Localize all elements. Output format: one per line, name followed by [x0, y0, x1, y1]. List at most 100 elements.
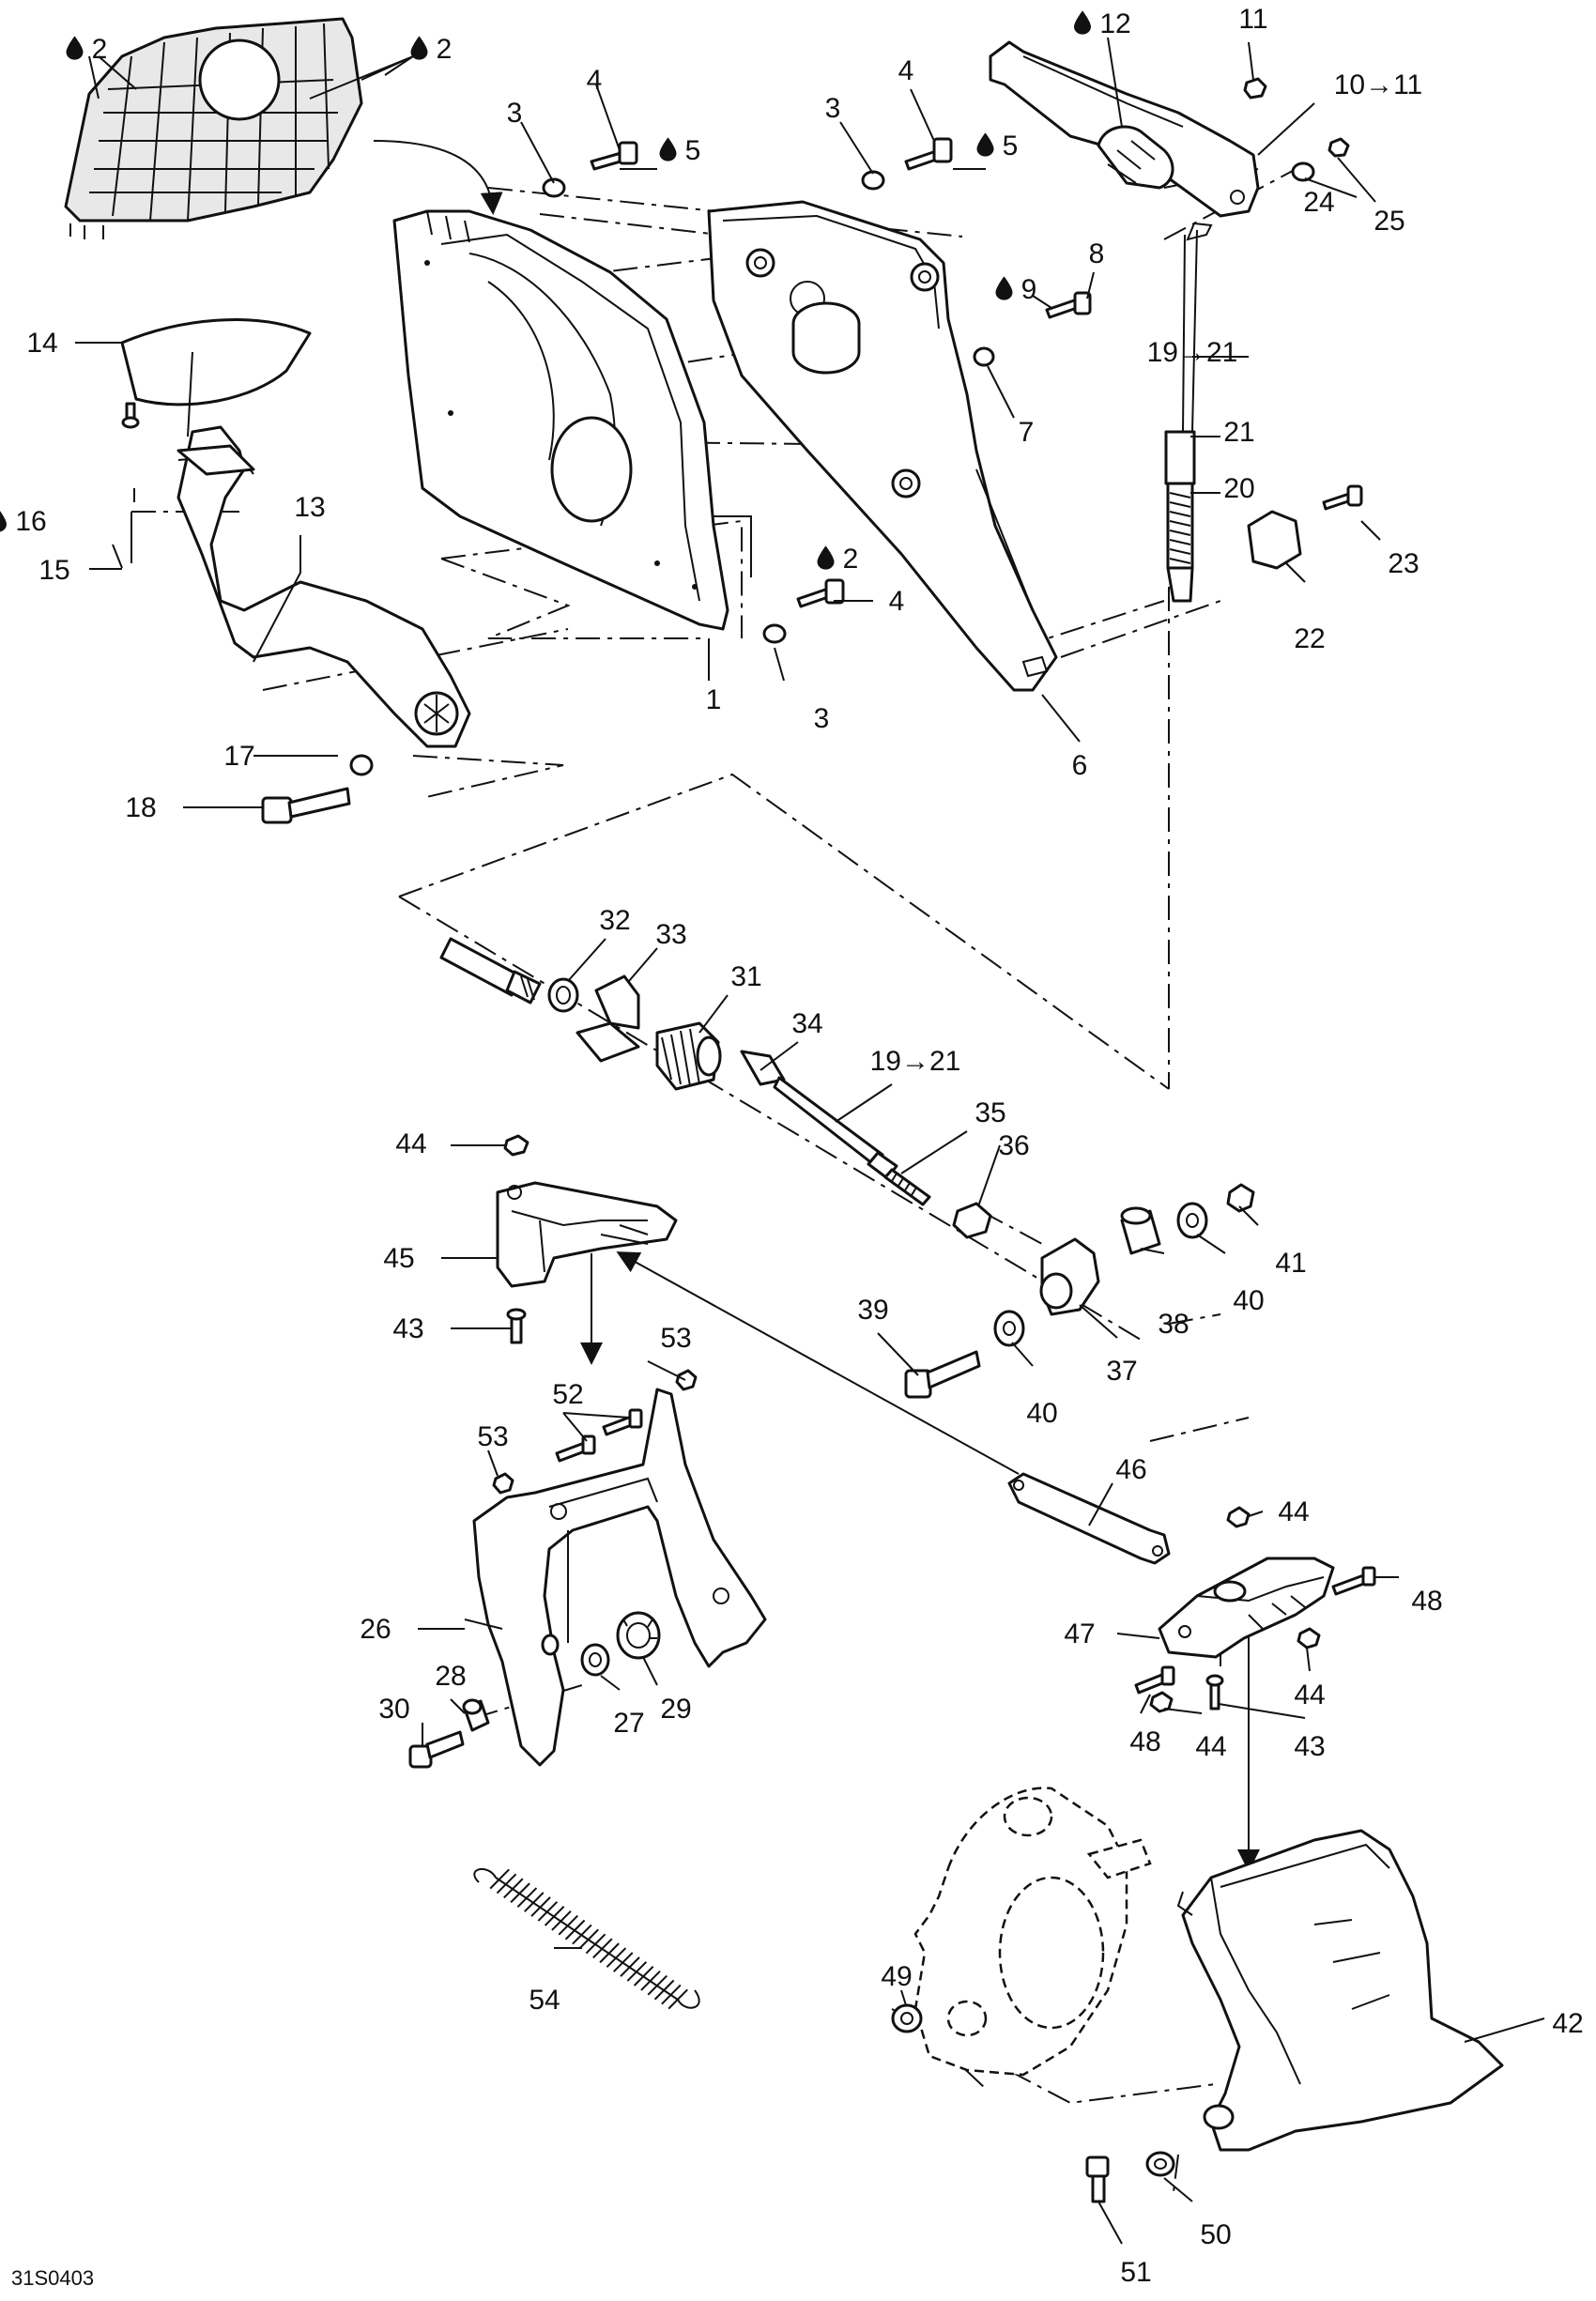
- spring-coil: [668, 1988, 688, 2010]
- spring-coil: [537, 1901, 559, 1922]
- callout-label: 53: [660, 1323, 691, 1354]
- callout-label: 9: [1021, 274, 1037, 305]
- spring-coil: [647, 1974, 668, 1996]
- callout-c10: 10→11: [1334, 69, 1423, 100]
- callout-label: 2: [92, 34, 108, 65]
- callout-c21: 21: [1223, 417, 1254, 448]
- callout-c5a: 5: [659, 135, 700, 166]
- loctite-drop-icon: [0, 508, 7, 532]
- callout-label: 28: [435, 1661, 466, 1692]
- callout-label: 40: [1026, 1398, 1057, 1429]
- callout-label: 50: [1200, 2219, 1231, 2250]
- callout-c51: 51: [1120, 2257, 1151, 2288]
- callout-c44c: 44: [1294, 1680, 1325, 1710]
- callout-c4b: 4: [898, 55, 914, 86]
- callout-label: 54: [529, 1985, 560, 2016]
- callout-c2a: 2: [66, 34, 108, 65]
- callout-c36: 36: [998, 1130, 1029, 1161]
- engine-housing-ghost: [891, 1787, 1152, 2077]
- loctite-drop-icon: [659, 137, 677, 161]
- callout-label: 15: [38, 555, 69, 586]
- lever-part: [989, 40, 1260, 218]
- callout-c43b: 43: [1294, 1731, 1325, 1762]
- callout-label: 40: [1233, 1285, 1264, 1316]
- spring-54-part: [473, 1868, 700, 2010]
- callout-c13: 13: [294, 492, 325, 523]
- callout-c19a: 19→21: [1147, 337, 1238, 368]
- callout-label: 51: [1120, 2257, 1151, 2288]
- callout-label: 1: [706, 684, 722, 715]
- callout-c53a: 53: [660, 1323, 691, 1354]
- callout-c30: 30: [378, 1694, 409, 1725]
- callout-c28: 28: [435, 1661, 466, 1692]
- callout-label: 7: [1019, 417, 1035, 448]
- callout-c3b: 3: [825, 93, 841, 124]
- callout-label: 45: [383, 1243, 414, 1274]
- callout-c38: 38: [1158, 1309, 1189, 1340]
- callout-label: 47: [1064, 1618, 1095, 1649]
- spring-coil: [585, 1933, 606, 1955]
- bracket-26-part: [408, 1369, 767, 1769]
- callout-label: 48: [1411, 1586, 1442, 1617]
- callout-label: 19→21: [1147, 337, 1238, 368]
- small-plate-part: [1247, 510, 1302, 570]
- leader-lines: [75, 37, 1545, 2245]
- callout-c29: 29: [660, 1694, 691, 1725]
- callout-label: 17: [223, 741, 254, 772]
- callout-c31: 31: [730, 961, 761, 992]
- callout-c11: 11: [1238, 4, 1267, 35]
- spring-coil: [633, 1966, 654, 1987]
- callout-label: 4: [587, 65, 603, 96]
- callout-label: 36: [998, 1130, 1029, 1161]
- callout-label: 18: [125, 792, 156, 823]
- callout-c47: 47: [1064, 1618, 1095, 1649]
- callout-label: 39: [857, 1295, 888, 1326]
- callout-c44d: 44: [1195, 1731, 1226, 1762]
- cover-inset-part: [64, 17, 503, 239]
- callout-c42: 42: [1552, 2008, 1583, 2039]
- cable-vertical: [1164, 222, 1213, 603]
- callout-c25: 25: [1373, 206, 1404, 237]
- callout-c4a: 4: [587, 65, 603, 96]
- top-hardware: [121, 77, 1363, 824]
- callout-c12: 12: [1074, 8, 1131, 39]
- callout-label: 31: [730, 961, 761, 992]
- callout-label: 8: [1089, 238, 1105, 269]
- callout-c39: 39: [857, 1295, 888, 1326]
- callout-label: 53: [477, 1421, 508, 1452]
- callout-label: 13: [294, 492, 325, 523]
- spring-coil: [661, 1984, 682, 2005]
- callout-c15: 15: [38, 555, 69, 586]
- loctite-drop-icon: [410, 36, 428, 60]
- callout-c17: 17: [223, 741, 254, 772]
- callout-c44a: 44: [395, 1128, 426, 1159]
- bracket-45-part: [496, 1134, 678, 1344]
- callout-c40b: 40: [1026, 1398, 1057, 1429]
- callout-label: 3: [507, 98, 523, 129]
- case-42-part: [1085, 1829, 1504, 2203]
- callout-c26: 26: [360, 1614, 391, 1645]
- callout-c8: 8: [1089, 238, 1105, 269]
- callout-c50: 50: [1200, 2219, 1231, 2250]
- callout-label: 12: [1099, 8, 1130, 39]
- spring-coil: [613, 1952, 634, 1972]
- spring-coil: [653, 1979, 675, 2001]
- callout-c23: 23: [1388, 548, 1419, 579]
- callout-label: 16: [15, 506, 46, 537]
- callout-label: 3: [825, 93, 841, 124]
- callout-label: 44: [1294, 1680, 1325, 1710]
- callout-label: 34: [791, 1008, 822, 1039]
- callout-c3c: 3: [814, 703, 830, 734]
- callout-c14: 14: [26, 328, 57, 359]
- pivot-47-part: [1134, 1506, 1376, 1713]
- mat-part: [120, 318, 312, 407]
- callout-label: 3: [814, 703, 830, 734]
- callout-c3a: 3: [507, 98, 523, 129]
- callout-c2c: 2: [817, 544, 858, 575]
- callout-label: 48: [1129, 1726, 1160, 1757]
- spring-coil: [503, 1878, 524, 1899]
- spring-coil: [626, 1961, 648, 1982]
- callout-c5b: 5: [976, 130, 1018, 161]
- callout-label: 29: [660, 1694, 691, 1725]
